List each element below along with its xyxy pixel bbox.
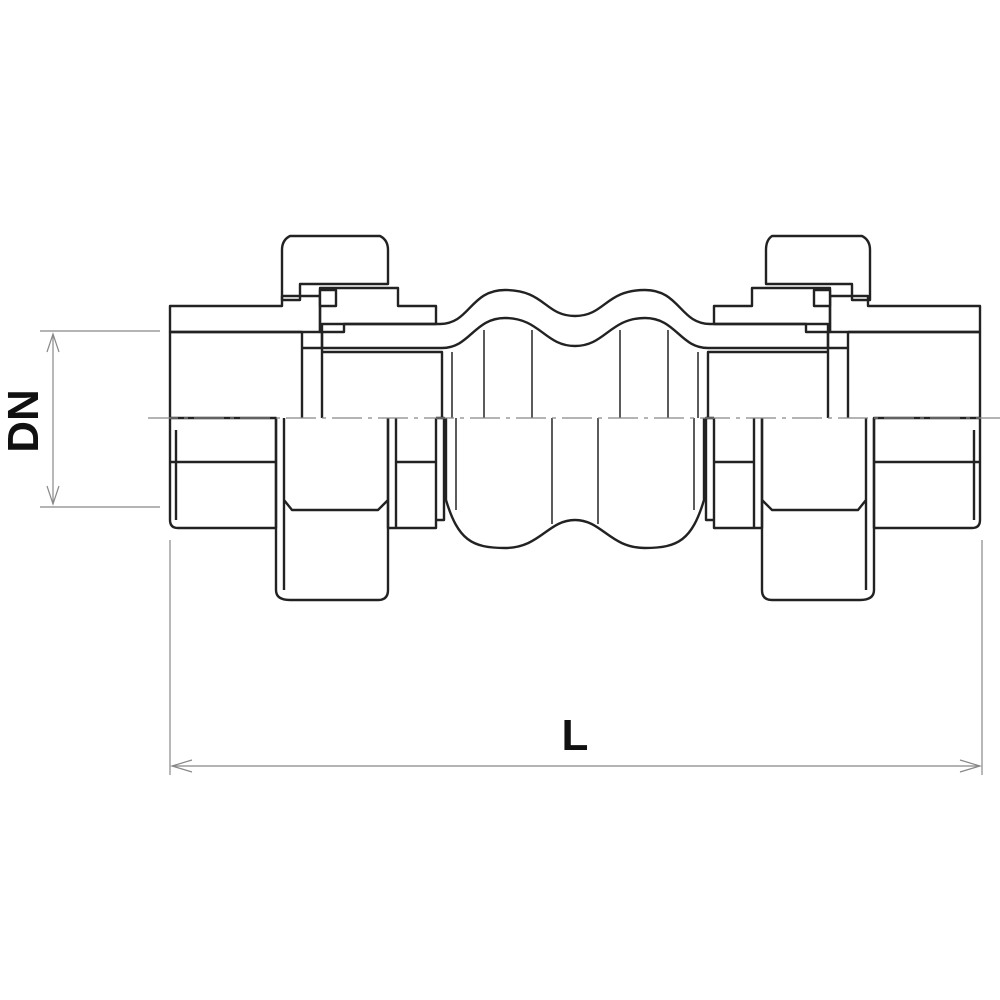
right-flange-collar-section <box>712 286 832 334</box>
bellows-exterior-lines <box>455 418 695 524</box>
right-union-nut-exterior <box>760 418 876 602</box>
left-nut-lip <box>318 288 338 308</box>
right-collar-hex <box>704 416 764 530</box>
dn-label: DN <box>0 389 48 453</box>
left-union-nut-section <box>280 234 390 302</box>
right-end-bore <box>846 330 982 418</box>
exterior-view <box>168 416 982 602</box>
l-arrow-right <box>959 759 983 773</box>
right-union-nut-section <box>764 234 872 302</box>
left-flange-collar-section <box>318 286 438 334</box>
l-label: L <box>562 711 589 760</box>
l-arrow-left <box>169 759 193 773</box>
right-end-piece-section <box>828 294 982 334</box>
left-liner-wall <box>302 332 324 418</box>
left-collar-bore <box>322 350 444 418</box>
right-liner-wall <box>826 332 848 418</box>
dn-arrow-bottom <box>46 485 60 506</box>
left-end-bore <box>168 330 304 418</box>
dn-dimension: DN <box>0 330 160 508</box>
inner-bellows-lines <box>451 330 699 418</box>
left-collar-hex <box>386 416 446 530</box>
l-dimension: L <box>169 540 983 775</box>
bellows-exterior <box>444 418 706 550</box>
left-union-nut-exterior <box>274 418 390 602</box>
left-end-piece-section <box>168 294 322 334</box>
right-nut-lip <box>812 288 832 308</box>
right-hex-end <box>872 416 982 530</box>
right-collar-bore <box>706 350 828 418</box>
left-hex-end <box>168 416 278 530</box>
dn-arrow-top <box>46 332 60 353</box>
section-view <box>168 234 982 418</box>
